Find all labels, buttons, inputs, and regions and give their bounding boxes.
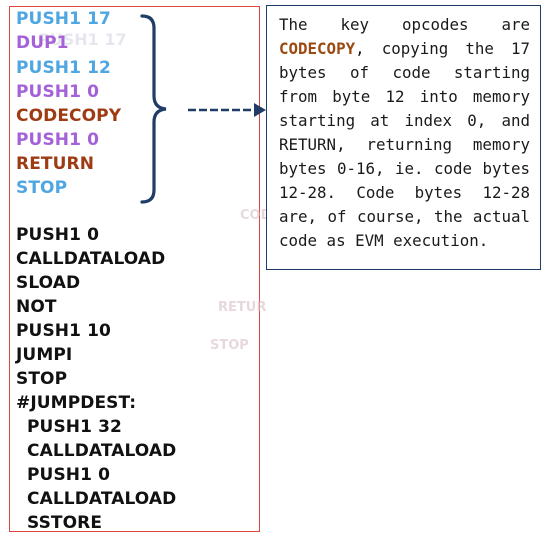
runtime-op-1: PUSH1 0 xyxy=(16,225,100,245)
ghost-text-cod: COD xyxy=(240,208,272,223)
runtime-op-11: PUSH1 0 xyxy=(27,465,111,485)
code-listing-panel xyxy=(9,6,260,532)
runtime-op-5: PUSH1 10 xyxy=(16,321,111,341)
explanation-text: The key opcodes are CODECOPY, copying th… xyxy=(279,13,530,253)
init-op-2: DUP1 xyxy=(16,33,69,53)
init-op-8: STOP xyxy=(16,178,68,198)
init-op-5: CODECOPY xyxy=(16,106,122,126)
runtime-op-4: NOT xyxy=(16,297,57,317)
arrow-right-icon xyxy=(188,103,266,117)
runtime-op-13: SSTORE xyxy=(27,513,103,533)
runtime-op-10: CALLDATALOAD xyxy=(27,441,177,461)
runtime-op-8: #JUMPDEST: xyxy=(16,393,137,413)
init-op-4: PUSH1 0 xyxy=(16,82,100,102)
explanation-text-rest: , copying the 17 bytes of code starting … xyxy=(279,39,530,250)
ghost-text-push1-17: PUSH1 17 xyxy=(38,30,127,49)
runtime-op-12: CALLDATALOAD xyxy=(27,489,177,509)
curly-bracket-icon xyxy=(140,14,167,204)
init-op-6: PUSH1 0 xyxy=(16,130,100,150)
init-op-3: PUSH1 12 xyxy=(16,58,111,78)
init-op-1: PUSH1 17 xyxy=(16,9,111,29)
runtime-op-2: CALLDATALOAD xyxy=(16,249,166,269)
explanation-box: The key opcodes are CODECOPY, copying th… xyxy=(266,5,541,270)
ghost-text-stop: STOP xyxy=(210,338,249,353)
runtime-op-9: PUSH1 32 xyxy=(27,417,122,437)
runtime-op-3: SLOAD xyxy=(16,273,81,293)
explanation-highlight-codecopy: CODECOPY xyxy=(279,39,356,58)
ghost-text-retur: RETUR xyxy=(218,300,267,315)
runtime-op-7: STOP xyxy=(16,369,68,389)
explanation-text-start: The key opcodes are xyxy=(279,15,530,34)
init-op-7: RETURN xyxy=(16,154,95,174)
runtime-op-6: JUMPI xyxy=(16,345,73,365)
